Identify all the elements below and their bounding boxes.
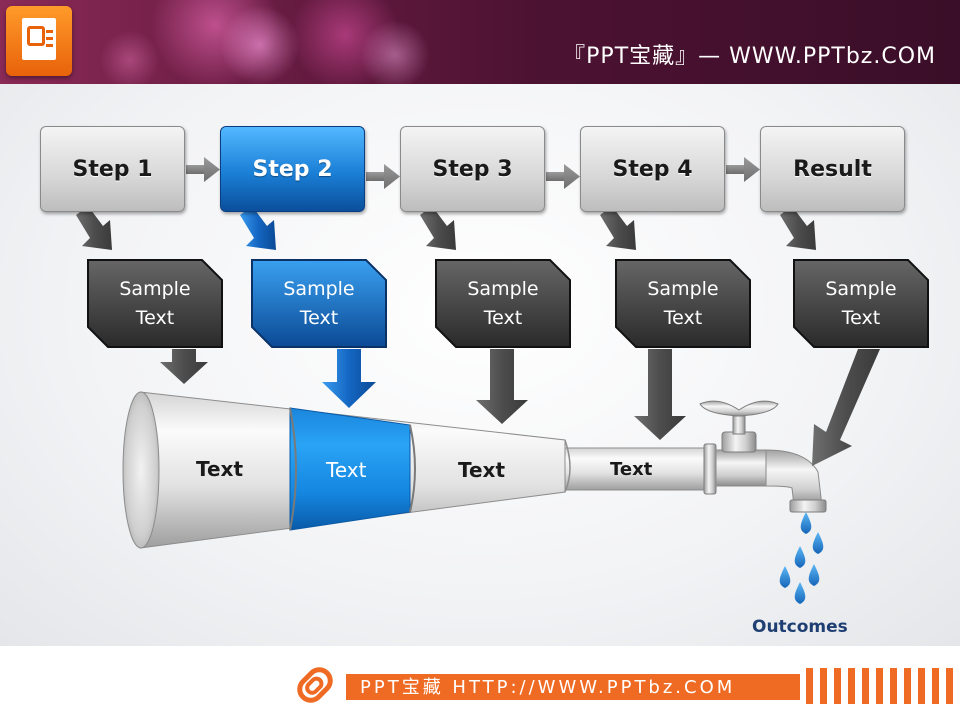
step-down-arrow — [76, 206, 112, 250]
step-connector-arrow — [726, 157, 760, 182]
step-connector-arrow — [366, 164, 400, 189]
pipe-segment-label-4: Text — [610, 459, 653, 480]
faucet-icon — [699, 400, 827, 513]
step-down-arrow — [420, 206, 456, 250]
header-title: 『PPT宝藏』— WWW.PPTbz.COM — [563, 44, 936, 69]
pipe-segment-label-2: Text — [326, 458, 367, 482]
step-down-arrow — [600, 206, 636, 250]
footer-stripe — [904, 668, 911, 704]
result-box[interactable]: Result — [760, 126, 905, 212]
footer-stripe — [862, 668, 869, 704]
footer: PPT宝藏 HTTP://WWW.PPTbz.COM — [0, 646, 960, 720]
bokeh-decoration — [100, 30, 160, 84]
outcomes-label: Outcomes — [752, 617, 848, 637]
step-down-arrow — [780, 206, 816, 250]
bokeh-decoration — [220, 5, 300, 84]
step-2-box[interactable]: Step 2 — [220, 126, 365, 212]
footer-stripe — [806, 668, 813, 704]
step-down-arrow — [240, 206, 276, 250]
footer-stripe — [932, 668, 939, 704]
pipe-segment-label-1: Text — [196, 457, 244, 481]
paperclip-icon — [297, 667, 333, 703]
footer-url-text[interactable]: PPT宝藏 HTTP://WWW.PPTbz.COM — [360, 677, 736, 698]
bokeh-decoration — [290, 0, 400, 84]
pipe-segment-label-3: Text — [458, 458, 506, 482]
powerpoint-logo-icon — [6, 6, 72, 76]
footer-url-bar — [346, 674, 800, 700]
footer-stripe — [834, 668, 841, 704]
bokeh-decoration — [360, 20, 430, 84]
step-3-box[interactable]: Step 3 — [400, 126, 545, 212]
step-4-box[interactable]: Step 4 — [580, 126, 725, 212]
header-banner: 『PPT宝藏』— WWW.PPTbz.COM — [0, 0, 960, 84]
step-1-box[interactable]: Step 1 — [40, 126, 185, 212]
footer-stripe — [848, 668, 855, 704]
funnel-pipe — [122, 391, 706, 549]
step-connector-arrow — [546, 164, 580, 189]
footer-stripe — [876, 668, 883, 704]
footer-stripe — [820, 668, 827, 704]
footer-stripe — [946, 668, 953, 704]
footer-stripe — [918, 668, 925, 704]
step-connector-arrow — [186, 157, 220, 182]
footer-stripe — [890, 668, 897, 704]
water-drop-icon — [779, 512, 824, 604]
